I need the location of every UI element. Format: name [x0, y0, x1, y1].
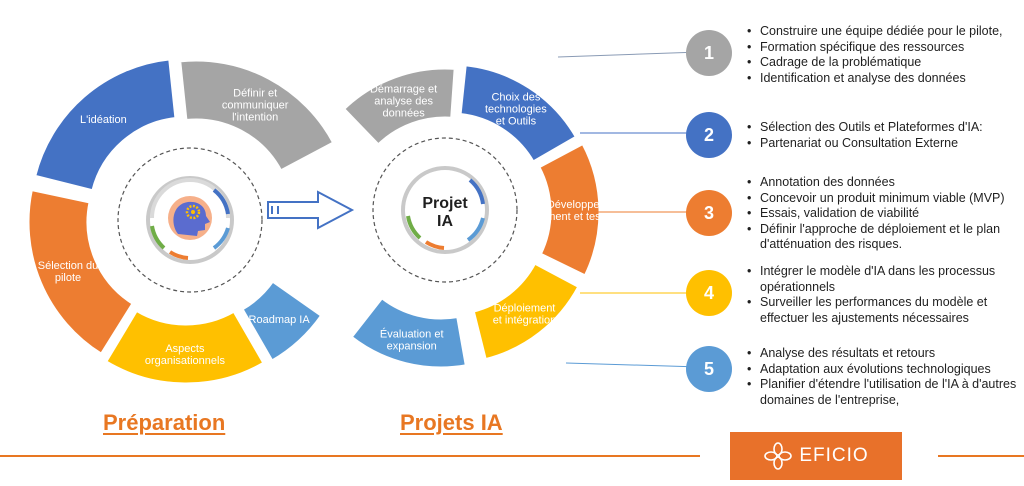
ai-head-icon [168, 196, 212, 240]
projets-segment-4 [471, 261, 581, 362]
preparation-center [117, 147, 263, 293]
preparation-segment-4 [103, 308, 267, 386]
projets-segment-label-3: Développe-ment et test [546, 199, 603, 223]
preparation-segment-2 [32, 57, 178, 193]
projets-segment-5 [349, 295, 469, 370]
preparation-segment-label-2: L'idéation [80, 114, 127, 126]
projets-segment-2 [458, 63, 579, 165]
preparation-segment-5 [239, 278, 324, 364]
projets-ia-title: Projets IA [400, 410, 503, 435]
preparation-segment-3 [26, 187, 136, 357]
footer-divider-right [938, 455, 1024, 457]
arrow-icon [267, 190, 355, 230]
eficio-logo: EFICIO [730, 432, 902, 480]
projets-segment-1 [341, 66, 457, 148]
footer-divider-left [0, 455, 700, 457]
preparation-segment-1 [178, 58, 336, 173]
preparation-segment-label-5: Roadmap IA [249, 314, 311, 326]
eficio-logo-text: EFICIO [799, 445, 869, 466]
projets-segment-3 [536, 141, 602, 279]
preparation-title: Préparation [103, 410, 226, 435]
eficio-logo-icon [764, 442, 793, 470]
connector-lines [557, 51, 701, 368]
